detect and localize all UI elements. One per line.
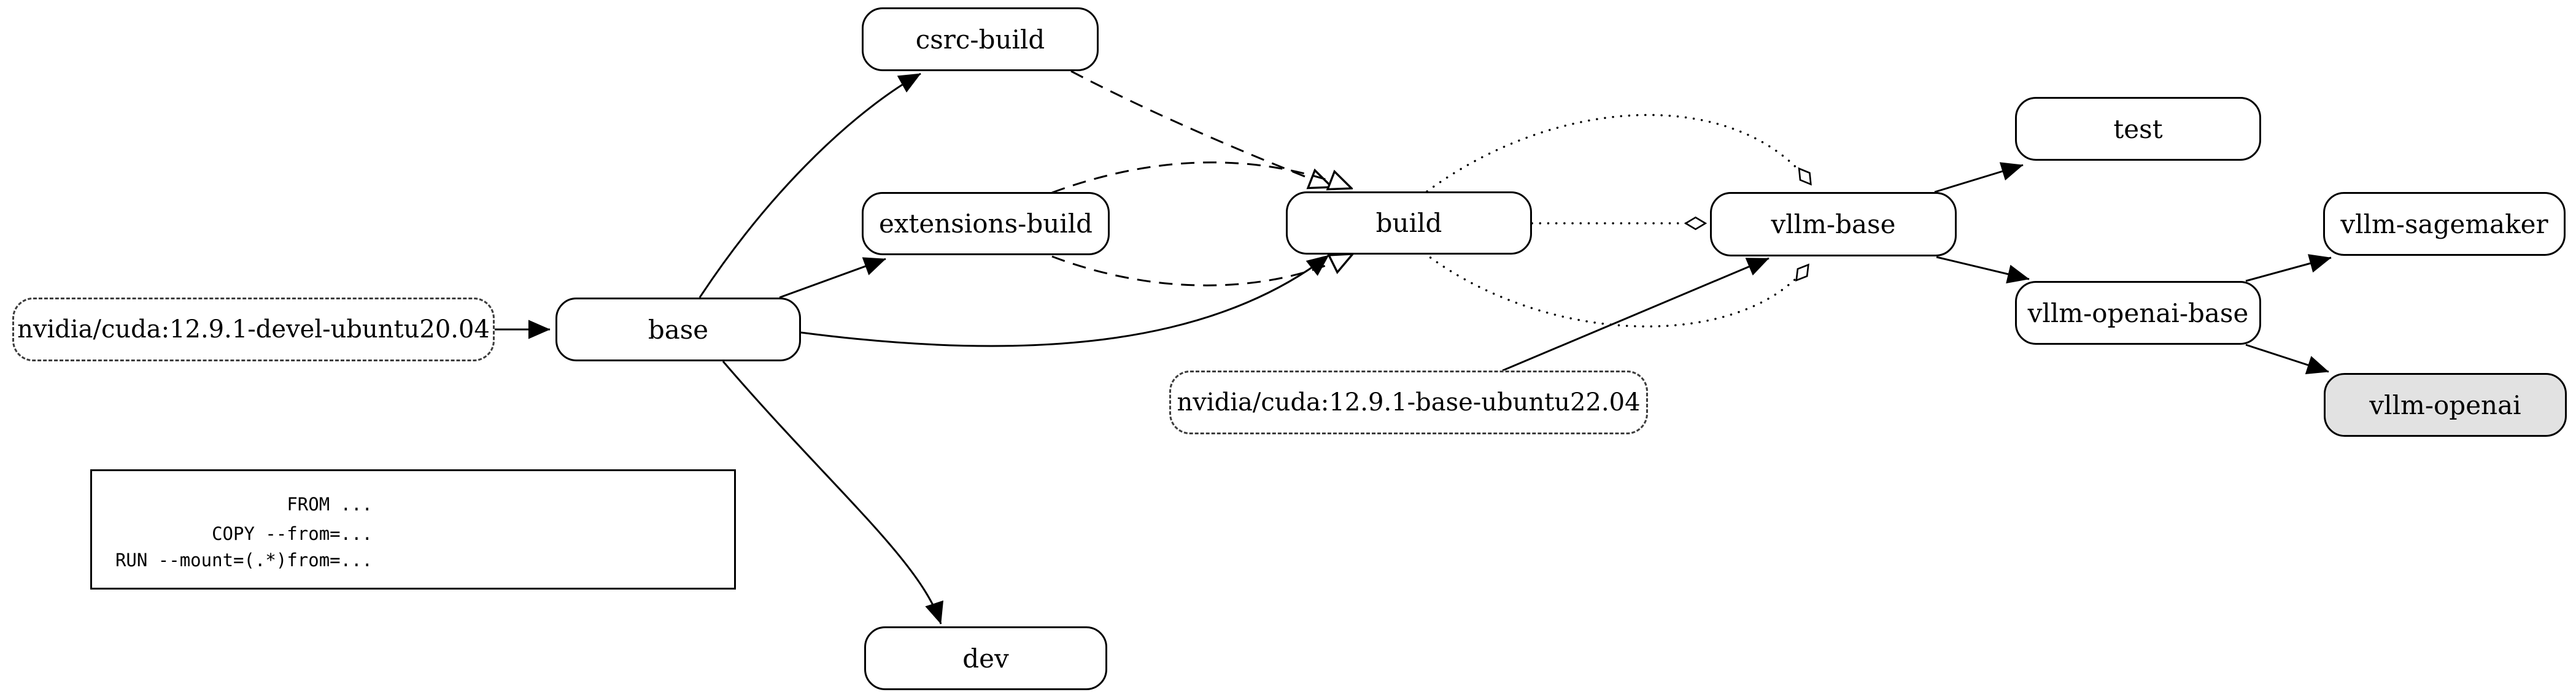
node-label: vllm-sagemaker — [2340, 209, 2548, 239]
edge-csrc-build-to-build — [1070, 70, 1332, 187]
node-label: csrc-build — [915, 24, 1045, 55]
node-label: vllm-base — [1771, 209, 1896, 239]
node-vllm-sagemaker: vllm-sagemaker — [2323, 192, 2566, 256]
node-build: build — [1286, 191, 1532, 255]
node-label: extensions-build — [878, 209, 1093, 239]
edge-base-to-dev — [722, 361, 944, 625]
node-cuda-devel-image: nvidia/cuda:12.9.1-devel-ubuntu20.04 — [12, 298, 495, 361]
node-label: vllm-openai-base — [2027, 298, 2249, 328]
node-label: vllm-openai — [2369, 390, 2521, 420]
node-vllm-base: vllm-base — [1710, 192, 1957, 256]
edge-vllm-base-to-test — [1934, 162, 2024, 193]
edge-extensions-build-to-build-upper — [1051, 161, 1352, 194]
edge-vllm-base-to-vllm-openai-base — [1936, 256, 2030, 284]
node-dev: dev — [864, 626, 1107, 690]
node-base: base — [555, 298, 801, 361]
node-label: nvidia/cuda:12.9.1-base-ubuntu22.04 — [1177, 388, 1641, 417]
legend-box — [90, 469, 736, 590]
edge-extensions-build-to-build-lower — [1051, 254, 1353, 286]
node-label: base — [648, 314, 709, 345]
node-label: nvidia/cuda:12.9.1-devel-ubuntu20.04 — [17, 315, 490, 344]
node-label: dev — [962, 643, 1009, 674]
legend-label-copy-from: COPY --from=... — [212, 523, 373, 544]
edge-build-to-vllm-base-upper — [1426, 113, 1812, 193]
edge-base-to-extensions-build — [779, 257, 886, 299]
edge-build-to-vllm-base-lower — [1423, 252, 1809, 328]
edge-cuda-base-to-vllm-base — [1502, 257, 1770, 372]
node-label: build — [1375, 208, 1442, 238]
legend-label-run-mount: RUN --mount=(.*)from=... — [115, 550, 373, 571]
node-csrc-build: csrc-build — [862, 7, 1099, 71]
edge-vllm-openai-base-to-vllm-openai — [2245, 344, 2329, 374]
node-extensions-build: extensions-build — [862, 192, 1110, 255]
node-label: test — [2113, 113, 2163, 144]
node-test: test — [2015, 97, 2261, 161]
edge-base-to-csrc-build — [698, 72, 921, 298]
edge-base-to-build — [800, 254, 1329, 347]
edge-vllm-openai-base-to-vllm-sagemaker — [2245, 254, 2332, 282]
node-vllm-openai: vllm-openai — [2324, 373, 2567, 437]
node-vllm-openai-base: vllm-openai-base — [2015, 281, 2261, 345]
node-cuda-base-image: nvidia/cuda:12.9.1-base-ubuntu22.04 — [1169, 371, 1648, 434]
legend-label-from: FROM ... — [287, 494, 373, 515]
